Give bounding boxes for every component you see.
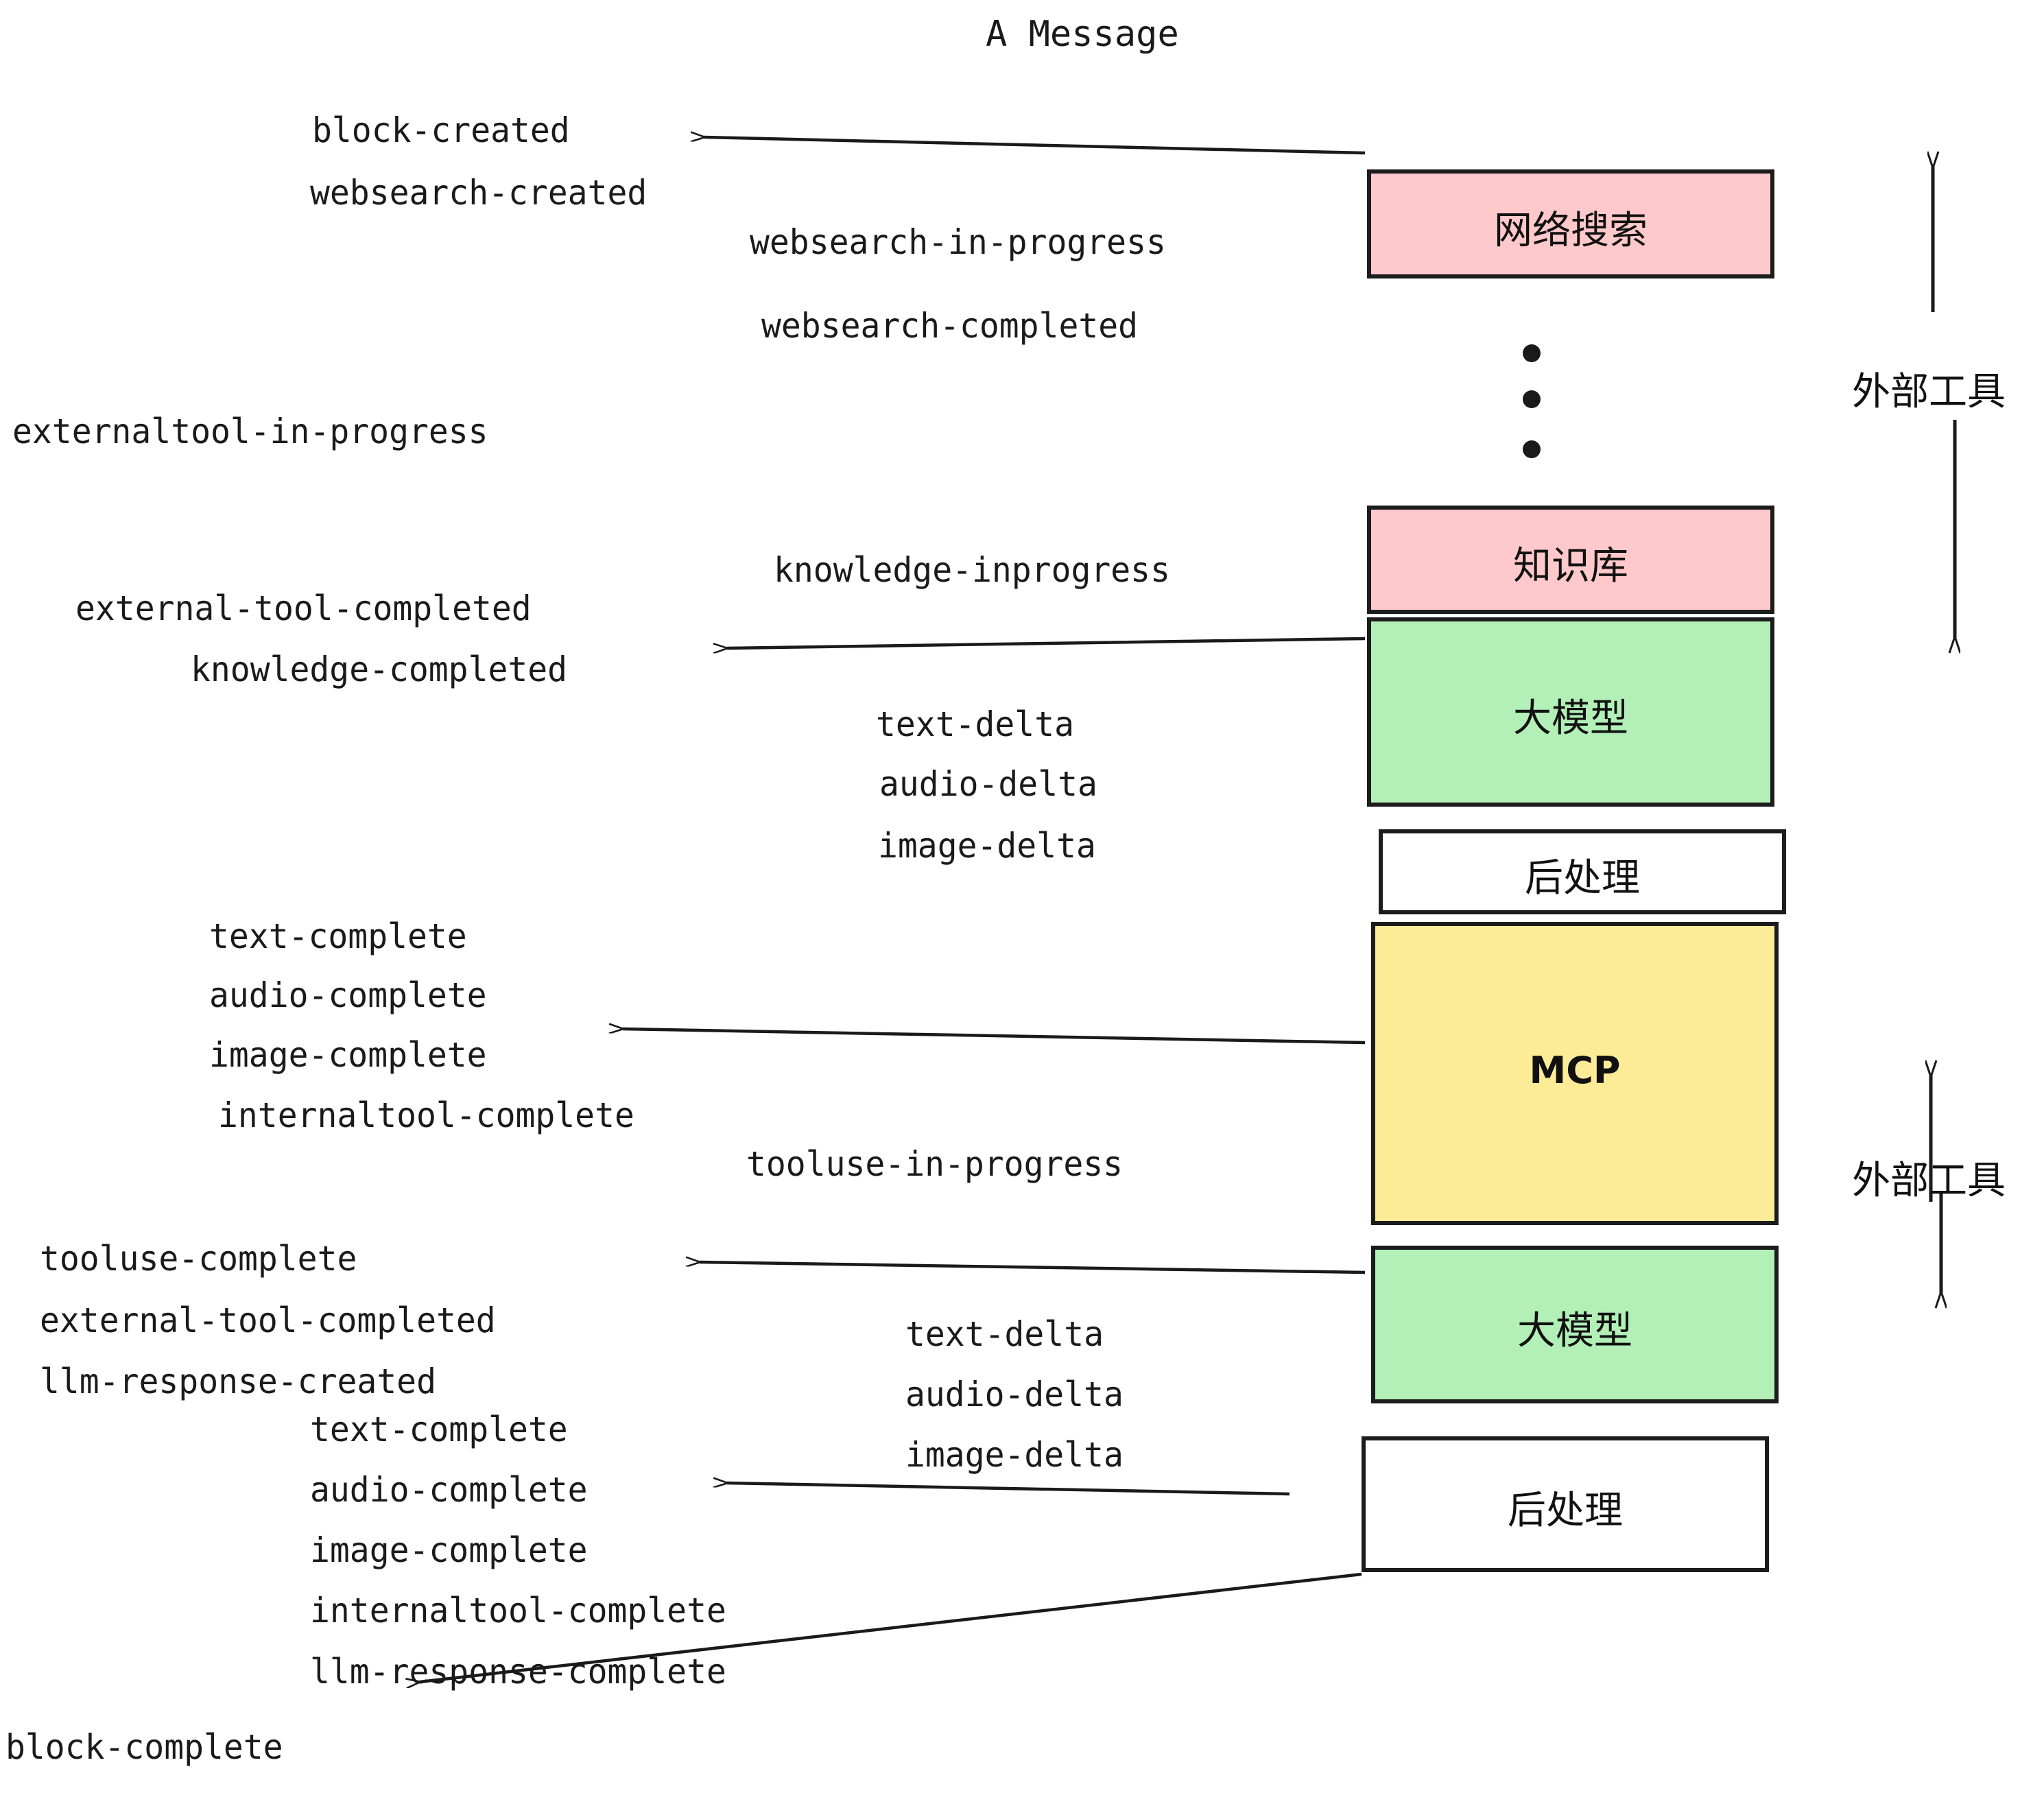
event-label-external-tool-completed-1: external-tool-completed <box>75 589 532 628</box>
event-label-audio-delta-2: audio-delta <box>905 1375 1124 1414</box>
event-label-image-complete-2: image-complete <box>310 1530 588 1570</box>
page-title: A Message <box>986 14 1179 55</box>
arrow-audio-complete <box>727 1483 1290 1496</box>
node-box-postprocess-2[interactable] <box>1362 1436 1769 1572</box>
side-label-external-tool-top: 外部工具 <box>1852 370 2006 414</box>
node-rectangles <box>1362 169 1786 1572</box>
event-label-tooluse-in-progress: tooluse-in-progress <box>746 1144 1124 1184</box>
event-label-block-created: block-created <box>312 110 570 150</box>
event-label-text-complete-2: text-complete <box>310 1410 568 1449</box>
node-box-websearch[interactable] <box>1367 169 1774 278</box>
arrow-block-created <box>704 137 1366 155</box>
node-box-knowledge[interactable] <box>1367 506 1774 614</box>
event-label-knowledge-inprogress: knowledge-inprogress <box>774 550 1170 590</box>
side-arrows <box>1931 167 1955 1293</box>
arrow-block-complete <box>420 1572 1362 1682</box>
event-label-knowledge-completed: knowledge-completed <box>191 650 568 689</box>
event-label-block-complete: block-complete <box>5 1727 283 1767</box>
node-box-llm-2[interactable] <box>1371 1246 1779 1403</box>
side-label-external-tool-bottom: 外部工具 <box>1852 1159 2006 1203</box>
node-box-mcp[interactable] <box>1371 922 1779 1225</box>
arrow-image-complete <box>623 1029 1366 1045</box>
node-box-llm-1[interactable] <box>1367 617 1774 807</box>
event-label-tooluse-complete: tooluse-complete <box>40 1239 357 1279</box>
flow-arrows <box>420 137 1366 1682</box>
event-label-websearch-completed: websearch-completed <box>761 306 1139 346</box>
arrow-tooluse-complete <box>700 1262 1366 1274</box>
event-label-text-delta-1: text-delta <box>876 704 1074 744</box>
event-label-externaltool-in-progress: externaltool-in-progress <box>12 412 488 451</box>
arrow-knowledge-done <box>727 637 1366 648</box>
event-label-external-tool-completed-2: external-tool-completed <box>40 1301 496 1340</box>
event-label-image-complete-1: image-complete <box>209 1035 487 1075</box>
event-label-llm-response-created: llm-response-created <box>40 1362 436 1401</box>
ellipsis-dot <box>1523 390 1541 408</box>
event-label-llm-response-complete: llm-response-complete <box>310 1652 726 1692</box>
event-label-internaltool-complete-1: internaltool-complete <box>218 1095 634 1135</box>
event-label-audio-complete-2: audio-complete <box>310 1470 588 1510</box>
event-label-websearch-in-progress: websearch-in-progress <box>750 222 1166 262</box>
event-label-text-complete-1: text-complete <box>209 916 467 956</box>
ellipsis-dot <box>1523 344 1541 362</box>
ellipsis-dot <box>1523 440 1541 458</box>
node-box-postprocess-1[interactable] <box>1379 829 1786 914</box>
event-label-websearch-created: websearch-created <box>310 173 647 213</box>
event-label-image-delta-2: image-delta <box>905 1435 1124 1475</box>
event-label-audio-delta-1: audio-delta <box>879 764 1097 804</box>
event-label-internaltool-complete-2: internaltool-complete <box>310 1591 726 1630</box>
event-label-text-delta-2: text-delta <box>905 1314 1104 1354</box>
event-label-image-delta-1: image-delta <box>878 826 1096 866</box>
event-label-audio-complete-1: audio-complete <box>209 975 487 1015</box>
